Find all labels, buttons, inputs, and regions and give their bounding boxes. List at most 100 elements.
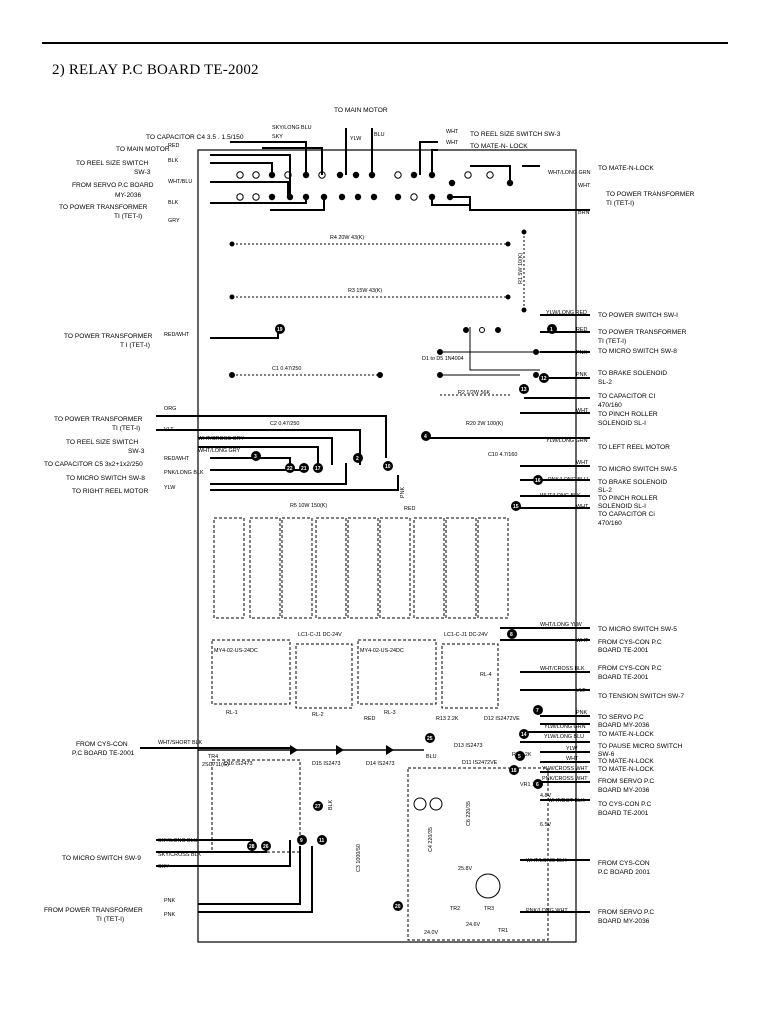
- svg-text:BLK: BLK: [168, 200, 179, 206]
- middle-components: C1 0.47/250 D1 to D5 1N4004 R2 1/2W 56K …: [270, 356, 517, 509]
- capacitor-c4: C4 220/35: [428, 827, 434, 852]
- svg-text:WHT/LONG GRN: WHT/LONG GRN: [548, 170, 591, 176]
- svg-text:P.C BOARD TE-2001: P.C BOARD TE-2001: [72, 750, 135, 757]
- label-mate-2: TO MATE-N-LOCK: [598, 731, 654, 738]
- svg-text:470/160: 470/160: [598, 520, 622, 527]
- svg-text:WHT/LONG BLK: WHT/LONG BLK: [526, 858, 567, 864]
- capacitor-c6: C6 220/35: [466, 801, 472, 826]
- marker-21: 21: [301, 466, 307, 472]
- label-cys-con-7: FROM CYS-CON P.C: [598, 665, 662, 672]
- label-servo-14: TO SERVO P.C: [598, 714, 644, 721]
- svg-text:TI (TET-I): TI (TET-I): [96, 916, 124, 923]
- marker-7: 7: [536, 708, 539, 714]
- svg-text:BOARD TE-2001: BOARD TE-2001: [598, 647, 649, 654]
- diodes-d1-d5: D1 to D5 1N4004: [422, 356, 464, 362]
- svg-text:P.C BOARD 2001: P.C BOARD 2001: [598, 869, 650, 876]
- relay-rl2-type: LC1-C-J1 DC-24V: [298, 632, 342, 638]
- marker-2: 2: [356, 456, 359, 462]
- label-main-motor: TO MAIN MOTOR: [116, 146, 170, 153]
- transistor-area: [211, 759, 549, 941]
- svg-text:WHT: WHT: [446, 129, 459, 135]
- svg-text:MY-2036: MY-2036: [115, 192, 141, 199]
- top-wire-tags: SKY/LONG BLU SKY RED BLK WHT/BLU BLK GRY…: [168, 125, 591, 224]
- voltage-6-5: 6.5V: [540, 822, 551, 828]
- label-micro-sw9: TO MICRO SWITCH SW-9: [62, 855, 141, 862]
- svg-text:RED/WHT: RED/WHT: [164, 456, 190, 462]
- svg-text:SKY: SKY: [158, 864, 169, 870]
- marker-26: 26: [263, 844, 269, 850]
- label-capacitor-c5: TO CAPACITOR C5 3x2+1x2/250: [44, 461, 143, 468]
- label-main-motor-top: TO MAIN MOTOR: [334, 107, 388, 114]
- marker-17: 17: [315, 466, 321, 472]
- resistor-r4: R4 20W 43(K): [330, 235, 364, 241]
- diode-d14: D14 IS2473: [366, 761, 394, 767]
- marker-20: 20: [395, 904, 401, 910]
- label-micro-sw8-right: TO MICRO SWITCH SW-8: [598, 348, 677, 355]
- relay-rl4: RL-4: [480, 672, 492, 678]
- svg-text:YLW/LONG BLU: YLW/LONG BLU: [544, 734, 584, 740]
- label-micro-sw5-a: TO MICRO SWITCH SW-5: [598, 466, 677, 473]
- right-wire-tags: YLW/LONG RED RED PNK PNK WHT YLW/LONG GR…: [526, 310, 589, 914]
- marker-3: 3: [254, 454, 257, 460]
- svg-text:BOARD MY-2036: BOARD MY-2036: [598, 722, 650, 729]
- label-cys-con-left: FROM CYS-CON: [76, 741, 128, 748]
- transistor-labels: TR4 2SC711(G) TR2 TR3 TR1 VR1 1KB C3 100…: [202, 754, 551, 936]
- page-title: 2) RELAY P.C BOARD TE-2002: [52, 62, 259, 78]
- svg-text:WHT/BLU: WHT/BLU: [168, 179, 192, 185]
- diode-section: [229, 327, 540, 396]
- label-mate-1: TO MATE-N-LOCK: [598, 758, 654, 765]
- label-capacitor-ci: TO CAPACITOR CI: [598, 393, 655, 400]
- svg-text:PNK: PNK: [164, 912, 175, 918]
- label-left-reel-motor: TO LEFT REEL MOTOR: [598, 444, 670, 451]
- svg-text:PNK/LONG BLU: PNK/LONG BLU: [548, 477, 588, 483]
- svg-text:SKY/LONG BLU: SKY/LONG BLU: [158, 838, 198, 844]
- pcb-outline: [197, 149, 577, 943]
- svg-text:SL-2: SL-2: [598, 487, 612, 494]
- svg-text:WHT: WHT: [576, 504, 589, 510]
- label-brake-solenoid-2: TO BRAKE SOLENOID: [598, 479, 667, 486]
- svg-text:WHT: WHT: [576, 460, 589, 466]
- marker-14: 14: [521, 732, 527, 738]
- svg-text:WHT/LONG BLK: WHT/LONG BLK: [540, 493, 581, 499]
- svg-text:WHT: WHT: [578, 183, 591, 189]
- svg-text:GRY: GRY: [168, 218, 180, 224]
- top-labels: TO MAIN MOTOR TO CAPACITOR C4 3.5 . 1.5/…: [59, 107, 695, 220]
- marker-12: 12: [541, 376, 547, 382]
- relay-rl1-type: MY4-02-US-24DC: [214, 648, 258, 654]
- label-reel-size-sw3: TO REEL SIZE SWITCH: [76, 160, 148, 167]
- capacitor-c10: C10 4.7/160: [488, 452, 517, 458]
- label-cys-con-6: TO CYS-CON P.C: [598, 801, 651, 808]
- diode-d12: D12 IS2472VE: [484, 716, 520, 722]
- top-wires: [210, 128, 590, 211]
- svg-text:PNK: PNK: [576, 710, 587, 716]
- marker-19: 19: [277, 327, 283, 333]
- marker-22: 22: [287, 466, 293, 472]
- svg-text:BLK: BLK: [168, 158, 179, 164]
- marker-15: 15: [513, 504, 519, 510]
- marker-9: 9: [300, 838, 303, 844]
- svg-text:WHT/SHORT BLK: WHT/SHORT BLK: [158, 740, 203, 746]
- relay-rl3-type: MY4-02-US-24DC: [360, 648, 404, 654]
- marker-11: 11: [319, 838, 325, 844]
- marker-28: 28: [249, 844, 255, 850]
- svg-text:YLW: YLW: [164, 485, 176, 491]
- relay-rl3: RL-3: [384, 710, 396, 716]
- svg-text:PNK: PNK: [164, 898, 175, 904]
- top-terminal-row: [236, 171, 514, 201]
- svg-text:BOARD MY-2036: BOARD MY-2036: [598, 918, 650, 925]
- svg-text:WHT/LONG GRY: WHT/LONG GRY: [198, 448, 241, 454]
- transistor-tr1: TR1: [498, 928, 508, 934]
- svg-text:SKY: SKY: [272, 134, 283, 140]
- label-mate-n-lock-6: TO MATE-N- LOCK: [470, 143, 528, 150]
- svg-text:TI (TET-I): TI (TET-I): [606, 200, 634, 207]
- svg-text:YLW/LONG RED: YLW/LONG RED: [546, 310, 587, 316]
- middle-wires: [156, 314, 590, 509]
- left-labels: TO POWER TRANSFORMER T I (TET-I) TO POWE…: [44, 333, 153, 923]
- label-capacitor-ci-2: TO CAPACITOR Ci: [598, 511, 655, 518]
- resistor-r3: R3 15W 43(K): [348, 288, 382, 294]
- label-right-reel-motor: TO RIGHT REEL MOTOR: [72, 488, 149, 495]
- svg-text:PNK/LONG BLK: PNK/LONG BLK: [164, 470, 204, 476]
- svg-text:WHT: WHT: [576, 408, 589, 414]
- marker-8: 8: [510, 632, 513, 638]
